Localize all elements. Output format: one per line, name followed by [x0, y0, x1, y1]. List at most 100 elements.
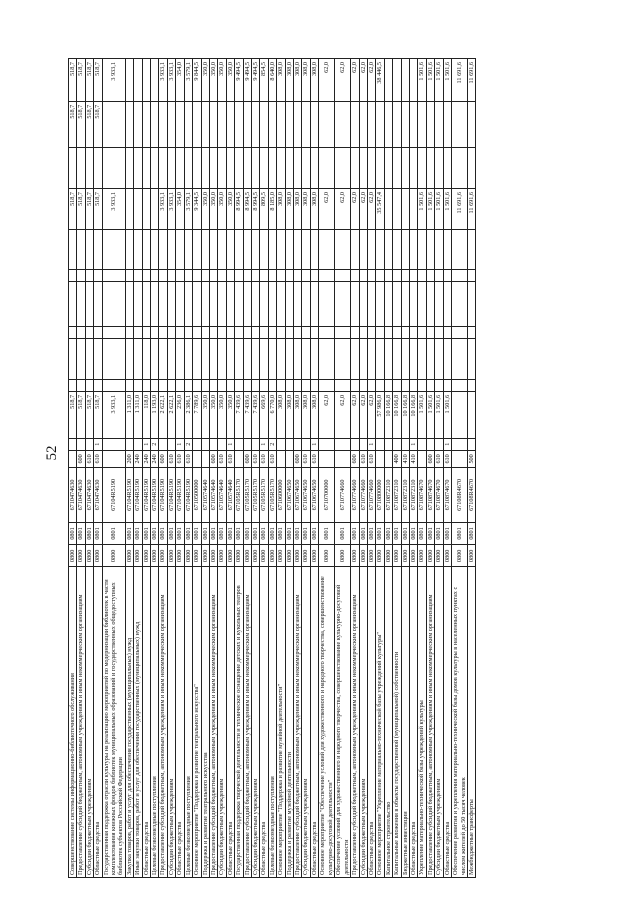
table-cell-amount	[184, 101, 193, 148]
table-cell-amount	[217, 101, 227, 148]
table-cell-marker	[401, 438, 410, 451]
table-cell-ved: 0800	[301, 544, 311, 567]
table-cell-amount	[251, 101, 260, 148]
table-cell-empty	[350, 269, 360, 282]
table-cell-ved: 0800	[85, 544, 94, 567]
table-cell-marker	[167, 326, 176, 339]
table-cell-marker	[175, 326, 185, 339]
table-row: Предоставление субсидий бюджетным, автон…	[426, 58, 435, 878]
table-cell-name: Субсидии бюджетным учреждениям	[434, 566, 444, 878]
table-cell-marker	[201, 326, 210, 339]
table-cell-csr: 6710774660	[350, 467, 360, 523]
table-cell-marker	[133, 438, 143, 451]
table-cell-amount	[133, 338, 143, 380]
table-cell-marker	[184, 326, 193, 339]
table-cell-amount: 118,0	[142, 391, 151, 439]
table-cell-empty	[76, 269, 86, 282]
table-cell-name: Основное мероприятие "Поддержка и развит…	[192, 566, 201, 878]
table-cell-amount	[285, 101, 294, 148]
table-cell-marker	[102, 438, 126, 451]
table-cell-ved: 0800	[359, 544, 368, 567]
table-cell-vr: 600	[293, 450, 302, 468]
table-cell-csr: 6710600000	[276, 467, 286, 523]
table-cell-amount	[201, 338, 210, 380]
table-cell-csr: 6710574640	[217, 467, 227, 523]
table-cell-rz: 0801	[158, 522, 168, 545]
table-cell-name: Предоставление субсидий бюджетным, автон…	[76, 566, 86, 878]
table-cell-amount	[268, 229, 277, 270]
table-cell-vr: 500	[467, 450, 476, 468]
table-cell-amount	[268, 338, 277, 380]
table-cell-marker	[259, 326, 269, 339]
table-cell-marker	[334, 326, 351, 339]
table-cell-amount	[310, 338, 319, 380]
table-cell-amount: 62,0	[334, 391, 351, 439]
table-cell-empty	[375, 147, 385, 189]
table-cell-name: Обеспечение условий для художественного …	[334, 566, 351, 878]
table-row: Предоставление субсидий бюджетным, автон…	[293, 58, 302, 878]
table-cell-marker	[310, 326, 319, 339]
table-cell-amount: 236,0	[175, 391, 185, 439]
table-cell-amount	[93, 281, 103, 327]
table-cell-marker: 1	[310, 438, 319, 451]
table-cell-marker	[293, 326, 302, 339]
table-row: Государственная поддержка творческой дея…	[234, 58, 244, 878]
table-cell-rz: 0801	[268, 522, 277, 545]
table-cell-marker: 1	[443, 438, 452, 451]
table-cell-amount	[217, 338, 227, 380]
table-cell-marker	[85, 438, 94, 451]
table-cell-amount	[426, 101, 435, 148]
table-cell-amount: 518,7	[68, 391, 77, 439]
table-cell-empty	[150, 147, 159, 189]
table-cell-name: Обеспечение развития и укрепления матери…	[451, 566, 468, 878]
table-cell-amount: 308,0	[293, 391, 302, 439]
table-cell-amount	[293, 281, 302, 327]
table-cell-csr: 6710774660	[334, 467, 351, 523]
table-cell-amount: 308,0	[293, 188, 302, 230]
table-cell-amount	[142, 229, 151, 270]
table-cell-amount	[158, 229, 168, 270]
table-cell-marker	[158, 379, 168, 392]
table-cell-rz: 0801	[209, 522, 218, 545]
table-cell-amount	[434, 338, 444, 380]
table-cell-amount	[359, 101, 368, 148]
table-cell-marker	[409, 379, 418, 392]
table-cell-ved: 0800	[375, 544, 385, 567]
table-cell-name: Иные закупки товаров, работ и услуг для …	[133, 566, 143, 878]
table-cell-ved: 0800	[76, 544, 86, 567]
table-cell-empty	[142, 147, 151, 189]
table-cell-amount: 308,0	[310, 58, 319, 102]
table-cell-amount	[175, 229, 185, 270]
table-cell-amount: 350,0	[209, 188, 218, 230]
table-cell-amount: 669,6	[259, 391, 269, 439]
table-cell-amount	[359, 281, 368, 327]
table-cell-amount	[217, 229, 227, 270]
table-row: Закупка товаров, работ и услуг для обесп…	[125, 58, 134, 878]
table-cell-vr: 610	[310, 450, 319, 468]
table-cell-empty	[234, 269, 244, 282]
table-cell-amount	[150, 338, 159, 380]
table-cell-csr: 67104R5190	[158, 467, 168, 523]
table-cell-amount: 518,7	[76, 188, 86, 230]
table-cell-csr: 67104R5190	[167, 467, 176, 523]
table-cell-amount	[184, 281, 193, 327]
table-cell-amount: 518,7	[76, 58, 86, 102]
table-cell-marker	[392, 379, 402, 392]
table-body: Совершенствование системы информационно-…	[68, 58, 476, 878]
table-cell-marker	[426, 379, 435, 392]
table-cell-amount	[243, 229, 252, 270]
table-cell-name: Межбюджетные трансферты	[467, 566, 476, 878]
table-cell-amount	[434, 229, 444, 270]
table-cell-marker	[434, 379, 444, 392]
table-cell-amount: 1 501,6	[443, 188, 452, 230]
table-cell-rz: 0801	[93, 522, 103, 545]
table-cell-empty	[226, 147, 235, 189]
table-cell-amount: 1 501,6	[434, 58, 444, 102]
table-cell-marker	[417, 379, 427, 392]
table-cell-name: Закупка товаров, работ и услуг для обесп…	[125, 566, 134, 878]
table-cell-name: Областные средства	[367, 566, 376, 878]
